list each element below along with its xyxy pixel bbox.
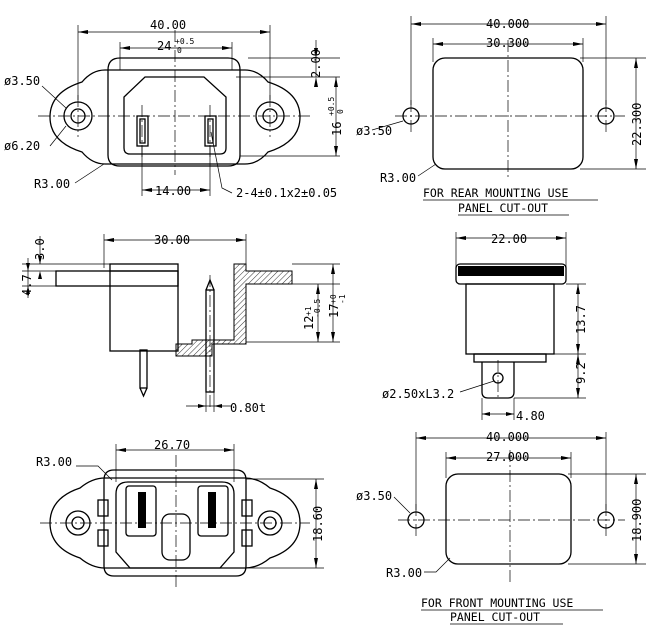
dim-rear-view-width: 26.70 xyxy=(154,438,190,452)
dim-boss-dia: ø6.20 xyxy=(4,139,40,153)
view-top-left: 40.00 24 +0.5 0 2.00 16 +0.5 0 14.00 2-4… xyxy=(4,18,345,200)
dim-overall-width: 40.00 xyxy=(150,18,186,32)
dim-flange-2: 4.7 xyxy=(20,274,34,296)
dim-radius: R3.00 xyxy=(34,177,70,191)
dim-hole-dia: ø3.50 xyxy=(4,74,40,88)
dim-side-h1-tol-up: +1 xyxy=(304,306,313,316)
dim-thickness: 0.80t xyxy=(230,401,266,415)
dim-right-tol-dn: 0 xyxy=(336,109,345,114)
view-middle-right: 22.00 13.7 9.2 ø2.50xL3.2 4.80 xyxy=(382,232,588,423)
dim-pin-pitch: 14.00 xyxy=(155,184,191,198)
dim-side-right-hole: ø2.50xL3.2 xyxy=(382,387,454,401)
dim-rear-hole: ø3.50 xyxy=(356,124,392,138)
dim-side-h2: 17 xyxy=(327,304,341,318)
dim-side-h1: 12 xyxy=(302,316,316,330)
dim-side-right-h2: 9.2 xyxy=(574,362,588,384)
dim-side-right-h1: 13.7 xyxy=(574,305,588,334)
view-bottom-left: 26.70 18.60 R3.00 xyxy=(36,438,325,590)
dim-rear-view-radius: R3.00 xyxy=(36,455,72,469)
dim-flange-1: 3.0 xyxy=(33,238,47,260)
dim-side-h2-tol-up: +0 xyxy=(329,294,338,304)
view-bottom-right: 40.000 27.000 18.900 ø3.50 R3.00 FOR FRO… xyxy=(356,430,646,625)
dim-inner-tol-up: +0.5 xyxy=(175,37,194,46)
dim-front-hole: ø3.50 xyxy=(356,489,392,503)
view-top-right: 40.000 30.300 22.300 ø3.50 R3.00 FOR REA… xyxy=(356,16,646,216)
note-rear-line2: PANEL CUT-OUT xyxy=(458,201,548,215)
dim-right-top: 2.00 xyxy=(309,49,323,78)
dim-side-h2-tol-dn: -1 xyxy=(338,294,347,304)
dim-front-height: 18.900 xyxy=(630,499,644,542)
dim-inner-width: 24 xyxy=(157,39,171,53)
view-middle-left: 30.00 3.0 4.7 12 +1 -0.5 17 +0 -1 xyxy=(20,233,347,415)
dim-side-right-width: 22.00 xyxy=(491,232,527,246)
dim-right-tol-up: +0.5 xyxy=(327,97,336,116)
dim-rear-inner: 30.300 xyxy=(486,36,529,50)
dim-front-radius: R3.00 xyxy=(386,566,422,580)
dim-inner-tol-dn: 0 xyxy=(177,46,182,55)
dim-rear-overall: 40.000 xyxy=(486,17,529,31)
dim-rear-radius: R3.00 xyxy=(380,171,416,185)
dim-side-h1-tol-dn: -0.5 xyxy=(313,299,322,318)
dim-side-width: 30.00 xyxy=(154,233,190,247)
note-front-line2: PANEL CUT-OUT xyxy=(450,610,540,624)
dim-front-overall: 40.000 xyxy=(486,430,529,444)
dim-tab-width: 4.80 xyxy=(516,409,545,423)
dim-rear-height: 22.300 xyxy=(630,103,644,146)
dim-rear-view-height: 18.60 xyxy=(311,506,325,542)
dim-front-inner: 27.000 xyxy=(486,450,529,464)
dim-pin-size: 2-4±0.1x2±0.05 xyxy=(236,186,337,200)
note-front-line1: FOR FRONT MOUNTING USE xyxy=(421,596,573,610)
note-rear-line1: FOR REAR MOUNTING USE xyxy=(423,186,568,200)
dim-right-height: 16 xyxy=(330,122,344,136)
